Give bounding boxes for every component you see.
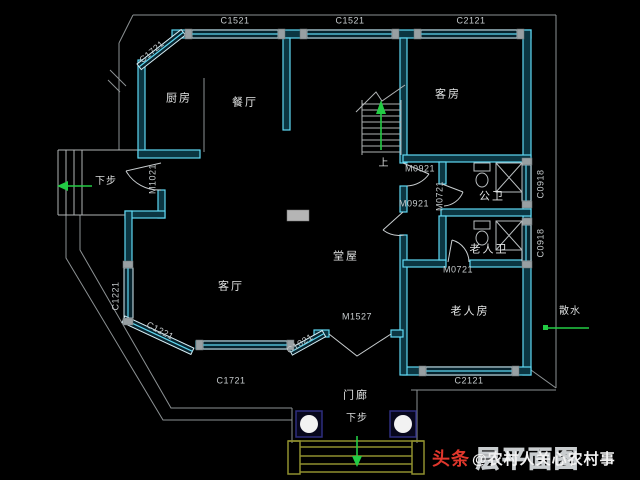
window-label-c2121-a: C2121 xyxy=(456,15,486,26)
door-label-m0721-b: M0721 xyxy=(442,264,474,275)
window-label-c1221-a: C1221 xyxy=(110,281,121,311)
annotation-step-down-left: 下步 xyxy=(95,176,117,187)
eave-outline xyxy=(65,14,557,443)
left-steps xyxy=(57,149,138,216)
staircase xyxy=(355,84,406,155)
annotation-apron: 散水 xyxy=(559,306,581,317)
door-label-m0921-b: M0921 xyxy=(398,198,430,209)
window-label-c0918-b: C0918 xyxy=(535,228,546,258)
hall-block xyxy=(286,209,310,222)
plan-title-overlay: 层平面图 xyxy=(476,446,580,474)
door-label-m0921-a: M0921 xyxy=(404,163,436,174)
room-label-guest-room: 客房 xyxy=(435,88,461,101)
watermark: 层平面图 头条 @农村人关心农村事 xyxy=(432,441,640,475)
door-label-m0721-a: M0721 xyxy=(434,180,445,212)
room-label-dining: 餐厅 xyxy=(232,96,258,109)
apron-leader xyxy=(543,325,589,330)
door-label-m1021: M1021 xyxy=(147,163,158,195)
porch-columns xyxy=(295,410,417,438)
door-label-m1527: M1527 xyxy=(341,311,373,322)
doors xyxy=(125,162,470,357)
window-label-c1721-a: C1721 xyxy=(137,38,167,65)
toutiao-logo: 头条 xyxy=(432,449,470,469)
bathroom-fixtures xyxy=(473,162,523,251)
room-label-public-bath: 公卫 xyxy=(479,190,505,203)
window-label-c2121-b: C2121 xyxy=(454,375,484,386)
room-label-elder-bath: 老人卫 xyxy=(469,243,509,256)
room-label-porch: 门廊 xyxy=(343,389,369,402)
window-label-c1021: C1021 xyxy=(284,331,315,356)
annotation-stairs-up: 上 xyxy=(378,158,390,169)
window-label-c0918-a: C0918 xyxy=(535,169,546,199)
window-label-c1521-b: C1521 xyxy=(335,15,365,26)
window-label-c1221-b: C1221 xyxy=(145,319,176,342)
room-label-living-room: 客厅 xyxy=(218,280,244,293)
window-label-c1721-b: C1721 xyxy=(216,375,246,386)
annotation-step-down-porch: 下步 xyxy=(346,413,368,424)
windows xyxy=(121,28,533,377)
room-label-hall: 堂屋 xyxy=(333,250,359,263)
room-label-kitchen: 厨房 xyxy=(166,92,192,105)
porch-steps xyxy=(287,436,425,475)
window-label-c1521-a: C1521 xyxy=(220,15,250,26)
room-label-elder-room: 老人房 xyxy=(450,305,490,318)
watermark-account-text: @农村人关心农村事 xyxy=(472,451,616,468)
